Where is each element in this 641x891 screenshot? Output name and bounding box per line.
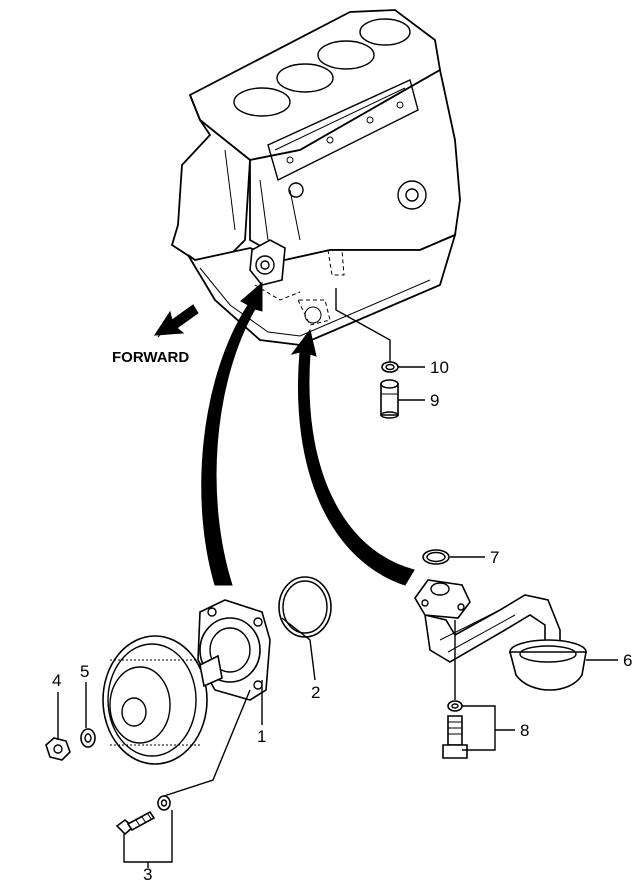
gasket-part: [381, 361, 399, 373]
o-ring-part: [278, 576, 332, 638]
nut-part: [45, 737, 71, 761]
callout-9: 9: [430, 391, 439, 410]
leader-lines: [57, 288, 618, 868]
assembly-arrow-pump: [201, 281, 263, 586]
callout-3: 3: [143, 865, 152, 884]
callout-1: 1: [257, 727, 266, 746]
callout-4: 4: [52, 671, 61, 690]
callout-8: 8: [520, 721, 529, 740]
oil-pump-body: [197, 599, 271, 701]
forward-label: FORWARD: [112, 349, 189, 366]
callout-10: 10: [430, 358, 449, 377]
forward-arrow-icon: [154, 304, 199, 338]
oil-strainer: [414, 579, 587, 691]
relief-valve-part: [380, 379, 399, 419]
callout-5: 5: [80, 662, 89, 681]
washer-part: [80, 728, 96, 748]
callout-2: 2: [311, 683, 320, 702]
callout-labels: 1 2 3 4 5 6 7 8 9 10: [52, 358, 632, 884]
engine-block: [170, 9, 461, 346]
bolt-8-part: [442, 700, 468, 759]
assembly-arrow-strainer: [290, 328, 415, 586]
oil-pump-gear: [102, 635, 208, 765]
callout-6: 6: [623, 651, 632, 670]
callout-7: 7: [490, 548, 499, 567]
bolt-part: [115, 795, 171, 836]
o-ring-7-part: [422, 549, 450, 565]
